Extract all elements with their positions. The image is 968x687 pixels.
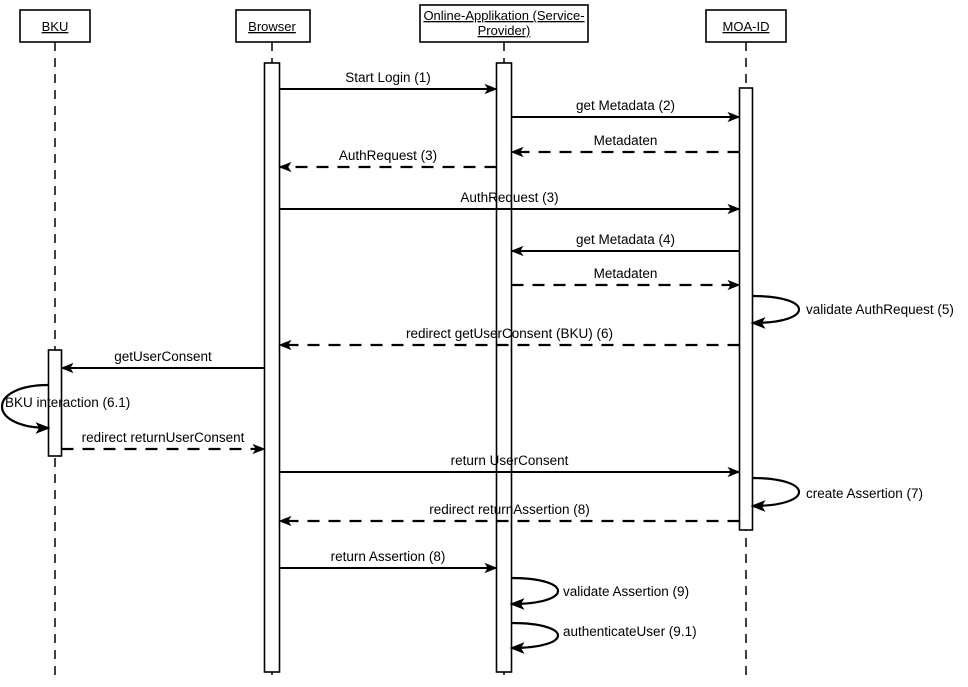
message-label-12: redirect returnAssertion (8) — [429, 502, 590, 517]
message-label-9: getUserConsent — [114, 349, 212, 364]
message-11[interactable]: return UserConsent — [279, 453, 741, 478]
activation-bar-bku — [47, 349, 63, 457]
self-message-validate-authrequest[interactable]: validate AuthRequest (5) — [750, 294, 954, 329]
message-8[interactable]: redirect getUserConsent (BKU) (6) — [278, 326, 740, 351]
self-message-bku-interaction[interactable]: BKU interaction (6.1) — [1, 383, 130, 434]
lifeline-label-sp: Online-Applikation (Service-Provider) — [423, 8, 584, 38]
message-label-10: redirect returnUserConsent — [82, 430, 245, 445]
lifeline-bku[interactable]: BKU — [19, 9, 91, 682]
self-message-arrow-bku-interaction — [1, 383, 51, 434]
message-label-8: redirect getUserConsent (BKU) (6) — [406, 326, 613, 341]
self-message-label-validate-authrequest: validate AuthRequest (5) — [806, 302, 954, 317]
lifeline-header-box-browser — [235, 9, 311, 43]
message-label-5: AuthRequest (3) — [460, 190, 558, 205]
message-label-13: return Assertion (8) — [331, 549, 446, 564]
lifeline-label-moaid: MOA-ID — [723, 19, 770, 34]
message-13[interactable]: return Assertion (8) — [279, 549, 498, 574]
message-label-3: Metadaten — [594, 133, 658, 148]
self-message-label-bku-interaction: BKU interaction (6.1) — [5, 395, 130, 410]
lifeline-browser[interactable]: Browser — [235, 9, 311, 682]
self-message-create-assertion[interactable]: create Assertion (7) — [750, 476, 924, 512]
activation-bar-sp — [495, 62, 513, 673]
message-5[interactable]: AuthRequest (3) — [279, 190, 741, 215]
message-4[interactable]: AuthRequest (3) — [278, 148, 497, 173]
message-7[interactable]: Metadaten — [511, 266, 741, 291]
message-label-7: Metadaten — [594, 266, 658, 281]
lifeline-label-browser: Browser — [248, 19, 296, 34]
lifeline-header-box-bku — [19, 9, 91, 43]
message-label-1: Start Login (1) — [345, 70, 431, 85]
self-message-arrow-validate-authrequest — [750, 294, 800, 329]
self-messages-layer: validate AuthRequest (5) BKU interaction … — [1, 294, 954, 654]
lifeline-header-box-sp — [419, 4, 589, 43]
lifeline-label-bku: BKU — [42, 19, 69, 34]
activation-bar-moaid — [738, 87, 754, 531]
self-message-arrow-validate-assertion — [509, 576, 559, 610]
self-message-arrow-create-assertion — [750, 476, 800, 512]
message-2[interactable]: get Metadata (2) — [511, 98, 741, 123]
lifeline-sp[interactable]: Online-Applikation (Service-Provider) — [419, 4, 589, 682]
message-9[interactable]: getUserConsent — [60, 349, 265, 374]
message-label-2: get Metadata (2) — [576, 98, 675, 113]
self-message-authenticate-user[interactable]: authenticateUser (9.1) — [509, 621, 697, 654]
lifelines-layer: BKU Browser Online-Applikation (Service-Pr… — [19, 4, 787, 682]
self-message-arrow-authenticate-user — [509, 621, 559, 654]
message-12[interactable]: redirect returnAssertion (8) — [278, 502, 740, 527]
message-3[interactable]: Metadaten — [510, 133, 740, 158]
lifeline-moaid[interactable]: MOA-ID — [705, 9, 787, 682]
message-6[interactable]: get Metadata (4) — [510, 232, 740, 257]
message-label-4: AuthRequest (3) — [339, 148, 437, 163]
message-1[interactable]: Start Login (1) — [279, 70, 498, 95]
self-message-label-create-assertion: create Assertion (7) — [806, 486, 923, 501]
activation-bar-browser — [263, 62, 281, 673]
message-label-11: return UserConsent — [451, 453, 569, 468]
message-label-6: get Metadata (4) — [576, 232, 675, 247]
message-10[interactable]: redirect returnUserConsent — [61, 430, 266, 455]
self-message-label-validate-assertion: validate Assertion (9) — [563, 584, 689, 599]
self-message-validate-assertion[interactable]: validate Assertion (9) — [509, 576, 690, 610]
self-message-label-authenticate-user: authenticateUser (9.1) — [563, 624, 697, 639]
messages-layer: Start Login (1) get Metadata (2) Metadaten… — [60, 70, 741, 574]
